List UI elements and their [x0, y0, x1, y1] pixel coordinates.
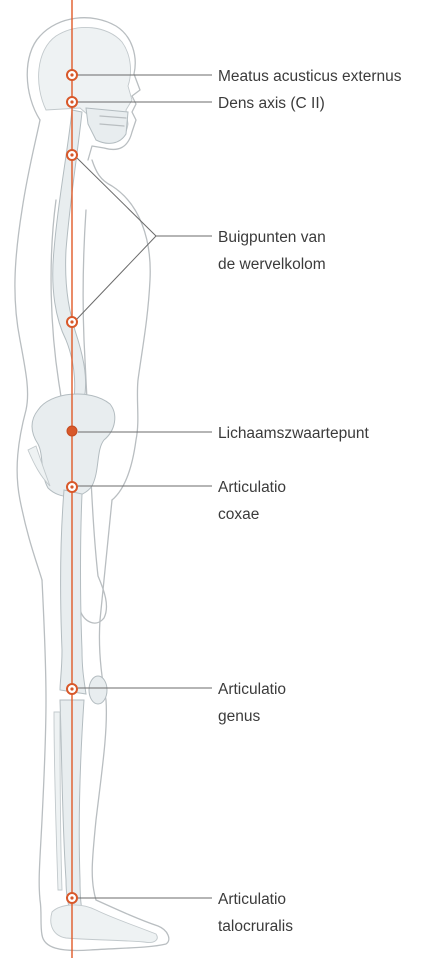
marker-genus	[67, 684, 77, 694]
front-outline	[92, 160, 150, 500]
marker-dens	[67, 97, 77, 107]
femur-bone	[60, 490, 86, 694]
marker-meatus	[67, 70, 77, 80]
back-outline	[15, 120, 42, 580]
marker-talo	[67, 893, 77, 903]
leader-buig-upper	[76, 157, 156, 236]
label-buig-line2: de wervelkolom	[218, 256, 326, 273]
marker-coxae	[67, 482, 77, 492]
label-genus-line2: genus	[218, 708, 260, 725]
foot-bones	[51, 905, 157, 943]
marker-buig-lower	[67, 317, 77, 327]
skeleton	[28, 27, 157, 942]
patella-bone	[89, 676, 107, 704]
label-talo-line1: Articulatio	[218, 891, 286, 908]
label-dens: Dens axis (C II)	[218, 95, 325, 112]
leader-buig-lower	[76, 236, 156, 320]
leader-lines	[76, 75, 212, 898]
label-genus-line1: Articulatio	[218, 681, 286, 698]
marker-buig-upper	[67, 150, 77, 160]
label-buig-line1: Buigpunten van	[218, 229, 326, 246]
label-coxae-line1: Articulatio	[218, 479, 286, 496]
labels: Meatus acusticus externus Dens axis (C I…	[218, 68, 402, 935]
leg-outline-back	[39, 580, 46, 935]
marker-zwaartepunt	[67, 426, 77, 436]
label-coxae-line2: coxae	[218, 506, 259, 523]
label-talo-line2: talocruralis	[218, 918, 293, 935]
label-zwaartepunt: Lichaamszwaartepunt	[218, 425, 369, 442]
label-meatus: Meatus acusticus externus	[218, 68, 402, 85]
